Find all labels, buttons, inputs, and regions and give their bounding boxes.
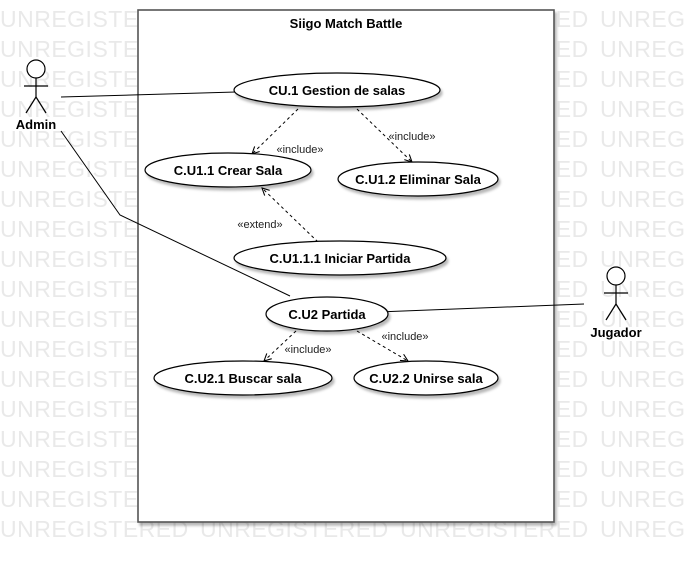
use-case-cu11-label: C.U1.1 Crear Sala [174, 163, 283, 178]
watermark-text: UNREGISTERED [600, 366, 686, 392]
actor-jugador-label: Jugador [590, 325, 641, 340]
use-case-cu21-label: C.U2.1 Buscar sala [184, 371, 302, 386]
watermark-text: UNREGISTERED [600, 336, 686, 362]
watermark-text: UNREGISTERED [600, 516, 686, 542]
include-cu2-cu22 [356, 330, 408, 361]
watermark-text: UNREGISTERED [600, 216, 686, 242]
association-admin-cu1 [60, 91, 237, 98]
watermark-text: UNREGISTERED [600, 66, 686, 92]
include-cu1-cu12 [356, 108, 412, 162]
include-cu1-cu11 [252, 108, 299, 154]
watermark-text: UNREGISTERED [600, 396, 686, 422]
extend-label-cu111: «extend» [237, 219, 282, 231]
use-case-cu12-label: C.U1.2 Eliminar Sala [355, 172, 481, 187]
watermark-text: UNREGISTERED [600, 186, 686, 212]
actor-admin-label: Admin [16, 117, 57, 132]
use-case-cu21[interactable]: C.U2.1 Buscar sala [153, 360, 333, 396]
include-cu2-cu21 [264, 330, 297, 361]
use-case-cu22-label: C.U2.2 Unirse sala [369, 371, 483, 386]
watermark-text: UNREGISTERED [600, 96, 686, 122]
use-case-cu12[interactable]: C.U1.2 Eliminar Sala [337, 161, 499, 197]
watermark-text: UNREGISTERED [600, 156, 686, 182]
include-label-cu22: «include» [381, 331, 428, 343]
use-case-cu1-label: CU.1 Gestion de salas [269, 83, 406, 98]
use-case-cu2[interactable]: C.U2 Partida [265, 296, 389, 332]
actor-admin-head-icon [26, 59, 46, 79]
association-jugador-cu2 [377, 303, 585, 313]
use-case-cu1[interactable]: CU.1 Gestion de salas [233, 72, 441, 108]
extend-cu111-cu11 [262, 188, 319, 243]
actor-admin[interactable] [24, 59, 48, 114]
system-title: Siigo Match Battle [290, 16, 403, 31]
include-label-cu11: «include» [276, 144, 323, 156]
watermark-text: UNREGISTERED [600, 456, 686, 482]
use-case-cu2-label: C.U2 Partida [288, 307, 366, 322]
include-label-cu12: «include» [388, 131, 435, 143]
watermark-text: UNREGISTERED [600, 36, 686, 62]
use-case-cu111[interactable]: C.U1.1.1 Iniciar Partida [233, 240, 447, 276]
use-case-cu22[interactable]: C.U2.2 Unirse sala [353, 360, 499, 396]
watermark-text: UNREGISTERED [600, 306, 686, 332]
use-case-cu111-label: C.U1.1.1 Iniciar Partida [270, 251, 412, 266]
use-case-cu11[interactable]: C.U1.1 Crear Sala [144, 152, 312, 188]
watermark-text: UNREGISTERED [600, 426, 686, 452]
actor-jugador[interactable] [604, 266, 628, 321]
include-label-cu21: «include» [284, 344, 331, 356]
watermark-text: UNREGISTERED [600, 486, 686, 512]
watermark-text: UNREGISTERED [600, 126, 686, 152]
actor-jugador-head-icon [606, 266, 626, 286]
association-admin-cu2 [60, 130, 291, 297]
watermark-text: UNREGISTERED [600, 6, 686, 32]
